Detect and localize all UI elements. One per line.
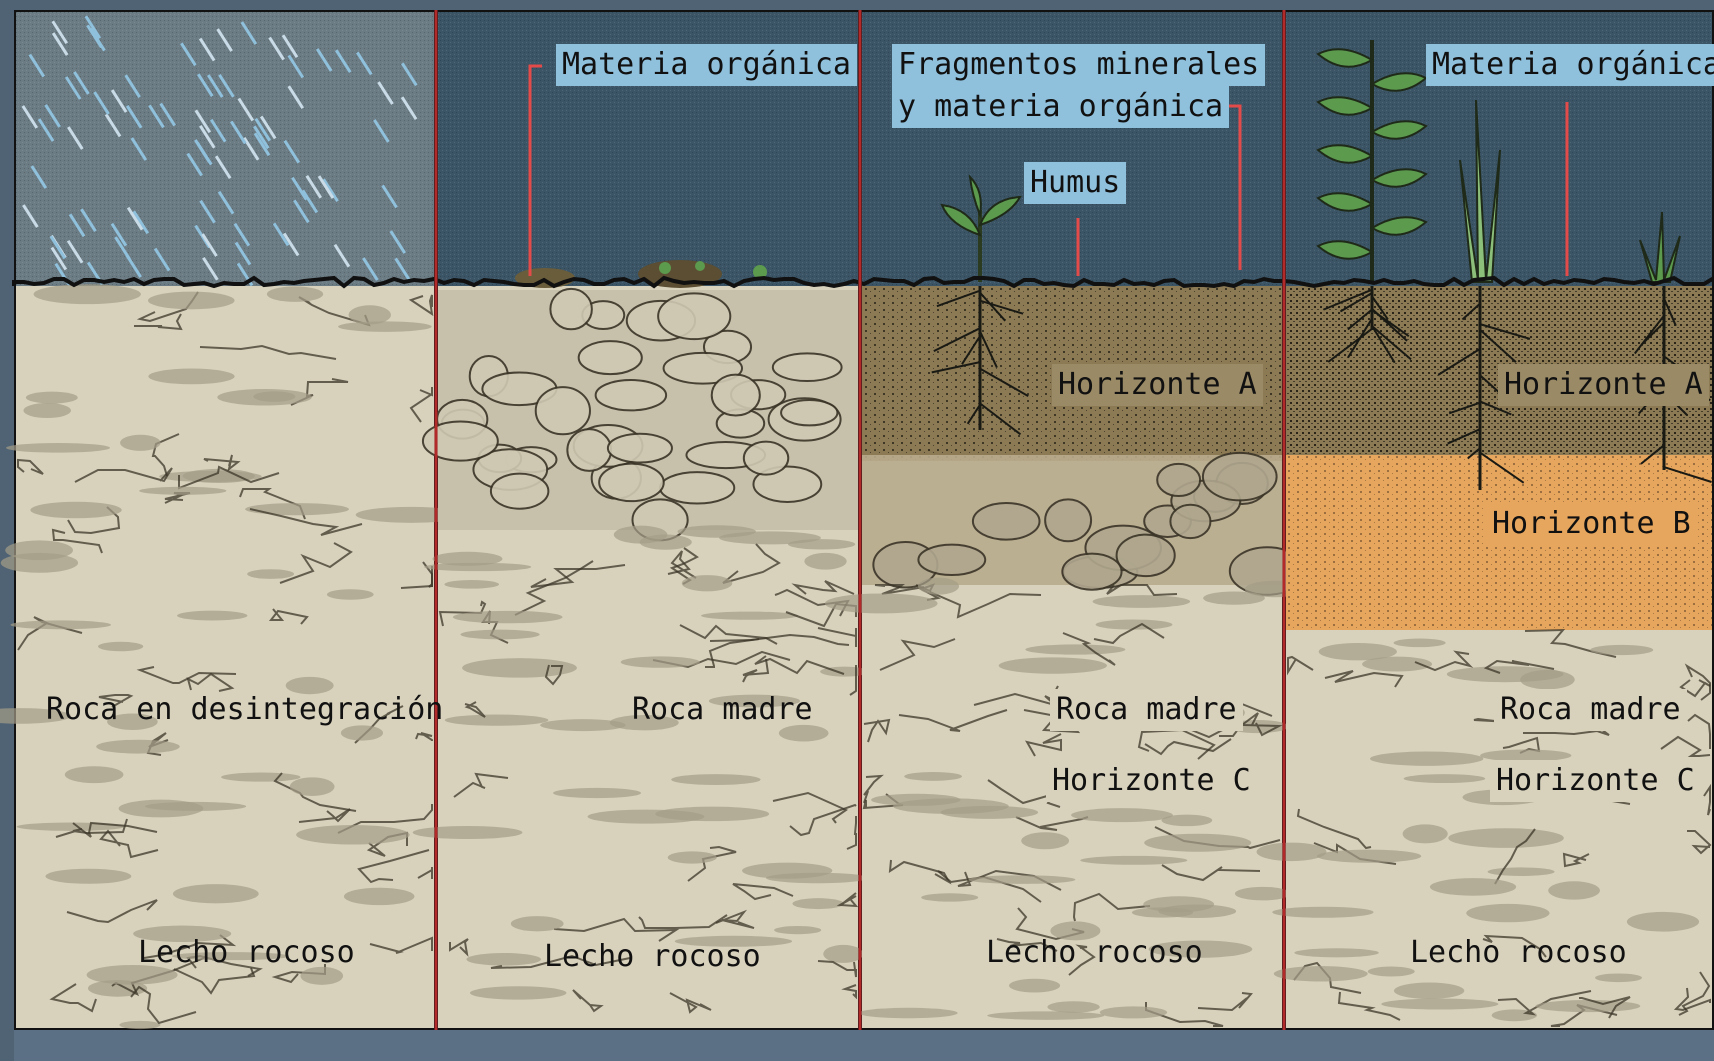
label-materia-organica-2: Materia orgánica	[556, 44, 857, 86]
label-lecho-rocoso-1: Lecho rocoso	[132, 932, 361, 974]
label-roca-madre-4: Roca madre	[1494, 689, 1687, 731]
label-roca-madre-2: Roca madre	[626, 689, 819, 731]
label-roca-desintegracion: Roca en desintegración	[40, 689, 449, 731]
bottom-strip	[14, 1030, 1714, 1061]
label-roca-madre-3: Roca madre	[1050, 689, 1243, 731]
label-horizonte-a-4: Horizonte A	[1498, 364, 1709, 406]
panel-1	[0, 12, 466, 1029]
label-fragmentos-line2: y materia orgánica	[892, 86, 1229, 128]
label-horizonte-b: Horizonte B	[1486, 503, 1697, 545]
label-lecho-rocoso-4: Lecho rocoso	[1404, 932, 1633, 974]
label-humus: Humus	[1024, 162, 1126, 204]
label-horizonte-c-4: Horizonte C	[1490, 760, 1701, 802]
panel-2	[413, 12, 869, 1028]
label-materia-organica-4: Materia orgánica	[1426, 44, 1714, 86]
label-lecho-rocoso-3: Lecho rocoso	[980, 932, 1209, 974]
label-horizonte-a-3: Horizonte A	[1052, 364, 1263, 406]
label-fragmentos-line1: Fragmentos minerales	[892, 44, 1265, 86]
label-horizonte-c-3: Horizonte C	[1046, 760, 1257, 802]
label-lecho-rocoso-2: Lecho rocoso	[538, 936, 767, 978]
